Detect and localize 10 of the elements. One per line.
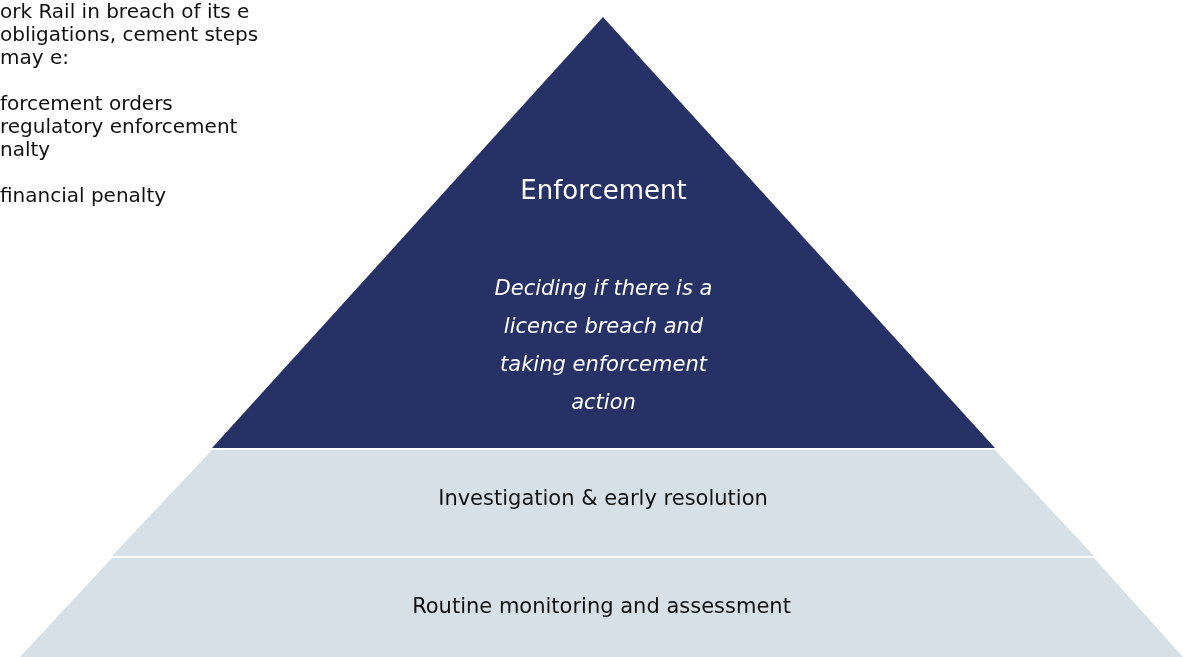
pyramid-tier bbox=[112, 450, 1094, 556]
bullet-item: financial penalty bbox=[0, 184, 168, 207]
pyramid-tier bbox=[20, 558, 1183, 657]
note-text: ork Rail in breach of its e obligations, cement steps may e: bbox=[0, 0, 260, 69]
tier-title: Routine monitoring and assessment bbox=[411, 594, 792, 618]
tier-title: Enforcement bbox=[519, 175, 688, 205]
tier-title: Investigation & early resolution bbox=[437, 486, 769, 510]
bullet-item: regulatory enforcement nalty bbox=[0, 115, 239, 161]
tier-description: Deciding if there is a licence breach and taking enforcement action bbox=[493, 275, 714, 416]
bullet-item: forcement orders bbox=[0, 92, 174, 115]
